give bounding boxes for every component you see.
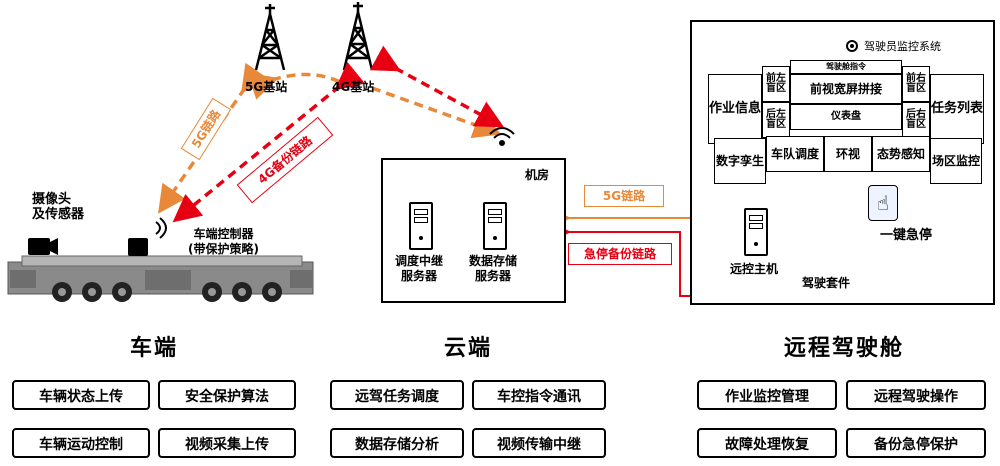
function-safety-algorithm: 安全保护算法 <box>158 380 296 410</box>
screen-dashboard: 仪表盘 <box>790 104 902 130</box>
driving-kit-label: 驾驶套件 <box>802 276 851 290</box>
screen-digital-twin: 数字孪生 <box>714 138 766 184</box>
function-vehicle-status-upload: 车辆状态上传 <box>12 380 150 410</box>
tower-4g-icon <box>342 2 374 71</box>
function-data-storage-analysis: 数据存储分析 <box>330 428 464 458</box>
screen-rear-right-blind: 后右盲区 <box>902 102 930 138</box>
dispatch-server-icon <box>409 202 433 250</box>
link-4g-lines <box>172 45 505 223</box>
camera-label: 摄像头 及传感器 <box>32 192 85 222</box>
vehicle-controller-icon <box>128 238 148 256</box>
monitor-icon <box>846 40 858 52</box>
storage-server-icon <box>483 202 507 250</box>
monitor-system-title: 驾驶员监控系统 <box>864 40 941 53</box>
server-room-label: 机房 <box>525 168 550 182</box>
function-remote-task-dispatch: 远驾任务调度 <box>330 380 464 410</box>
section-title-cloud: 云端 <box>444 336 493 361</box>
estop-backup-label: 急停备份链路 <box>568 243 672 265</box>
dispatch-server-label: 调度中继 服务器 <box>395 254 444 283</box>
tower-5g-icon <box>254 4 286 71</box>
section-title-vehicle: 车端 <box>130 336 179 361</box>
function-fault-recovery: 故障处理恢复 <box>697 428 837 458</box>
vehicle-controller-label: 车端控制器 (带保护策略) <box>188 227 259 256</box>
wifi-icon <box>489 127 515 146</box>
screen-front-right-blind: 前右盲区 <box>902 66 930 102</box>
remote-host-icon <box>744 208 768 256</box>
function-remote-driving: 远程驾驶操作 <box>846 380 986 410</box>
function-video-relay: 视频传输中继 <box>472 428 606 458</box>
screen-task-list: 任务列表 <box>930 74 984 144</box>
camera-icon <box>28 238 58 255</box>
screen-front-left-blind: 前左盲区 <box>762 66 790 102</box>
screen-job-info: 作业信息 <box>708 74 762 144</box>
function-vehicle-motion-control: 车辆运动控制 <box>12 428 150 458</box>
estop-label: 一键急停 <box>880 228 933 243</box>
screen-situation-awareness: 态势感知 <box>872 136 930 172</box>
screen-rear-left-blind: 后左盲区 <box>762 102 790 138</box>
link-5g-cockpit-label: 5G链路 <box>584 185 664 207</box>
screen-fleet-dispatch: 车队调度 <box>766 136 824 172</box>
server-room-box: 机房 调度中继 服务器 数据存储 服务器 <box>381 158 566 303</box>
vehicle-chassis <box>7 255 314 302</box>
section-title-cockpit: 远程驾驶舱 <box>784 336 905 361</box>
tower-5g-label: 5G基站 <box>245 80 288 94</box>
function-control-command-comm: 车控指令通讯 <box>472 380 606 410</box>
cockpit-box: 驾驶员监控系统 作业信息 前左盲区 后左盲区 驾驶舱指令 前视宽屏拼接 仪表盘 … <box>690 20 995 305</box>
wifi-icon-vehicle <box>155 217 167 239</box>
storage-server-label: 数据存储 服务器 <box>469 254 518 283</box>
remote-host-label: 远控主机 <box>730 262 779 276</box>
screen-front-wide: 前视宽屏拼接 <box>790 74 902 104</box>
screen-driving-command: 驾驶舱指令 <box>790 60 902 74</box>
screen-surround-view: 环视 <box>824 136 872 172</box>
function-video-capture-upload: 视频采集上传 <box>158 428 296 458</box>
tower-4g-label: 4G基站 <box>332 80 375 94</box>
function-job-monitoring: 作业监控管理 <box>697 380 837 410</box>
function-backup-estop: 备份急停保护 <box>846 428 986 458</box>
estop-button-icon: ☝ <box>868 185 898 221</box>
screen-site-monitor: 场区监控 <box>930 138 982 184</box>
